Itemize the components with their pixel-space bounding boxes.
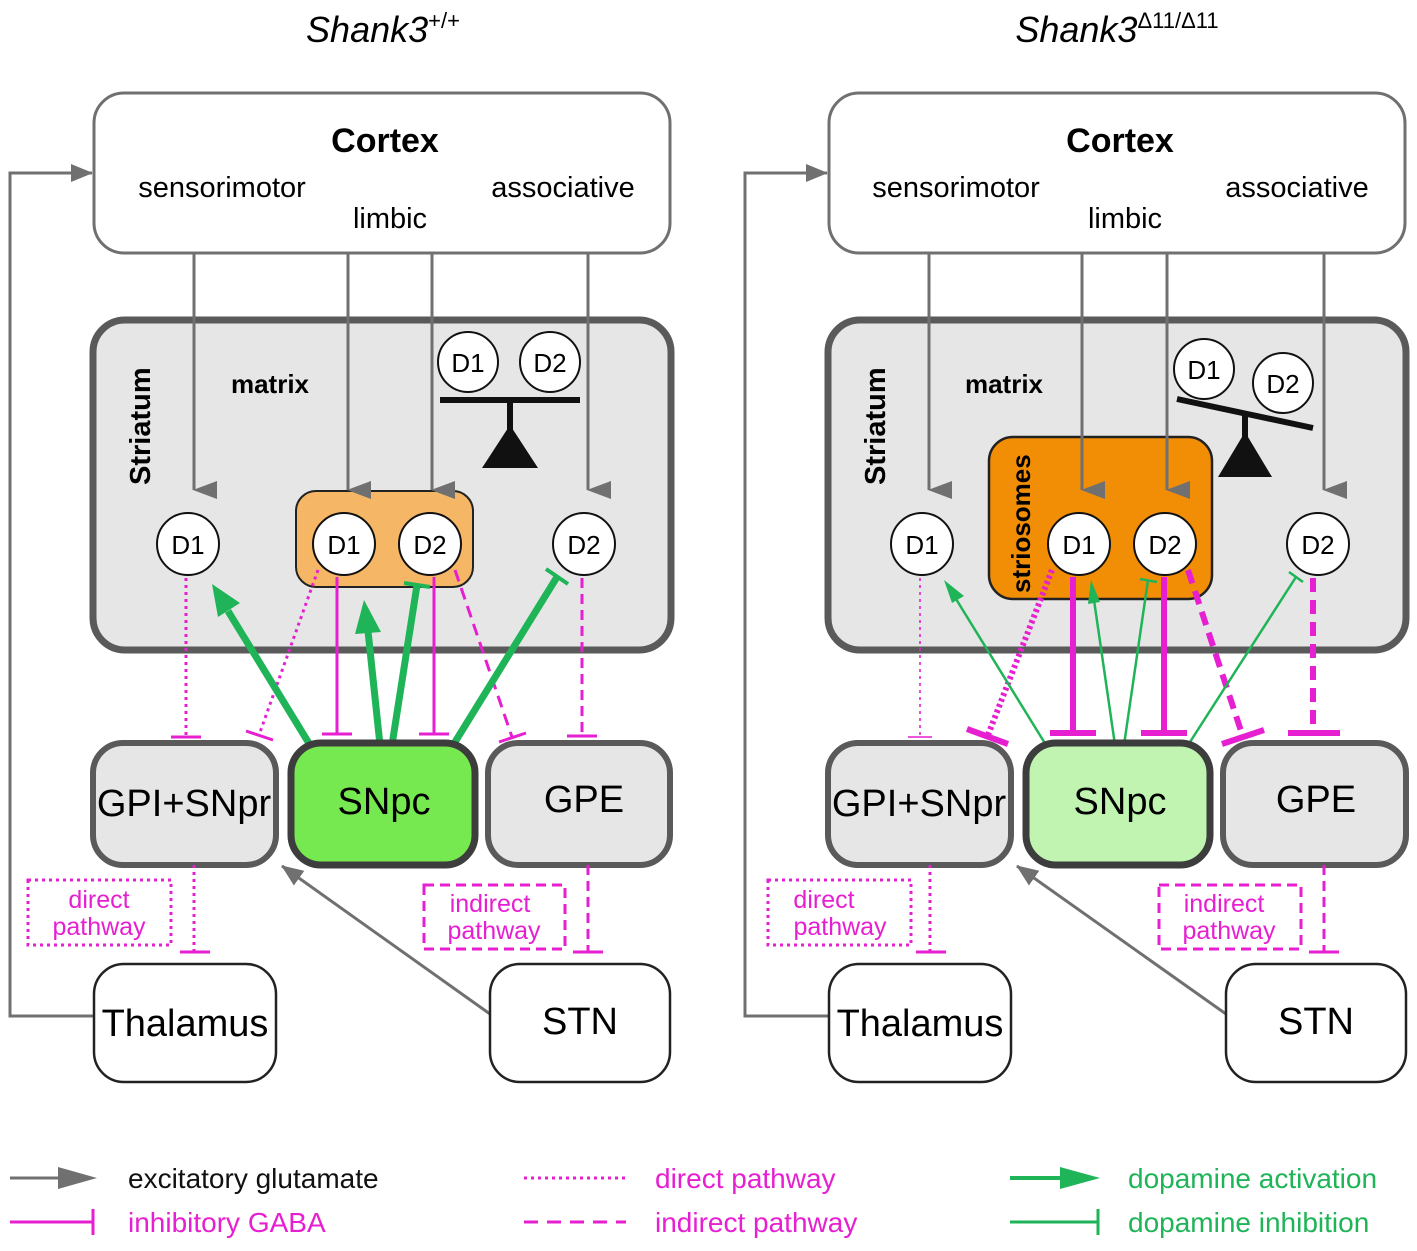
cortex-limbic: limbic — [353, 203, 427, 235]
cortex-title: Cortex — [1066, 122, 1174, 160]
legend-excitatory: excitatory glutamate — [10, 1163, 379, 1194]
matrix-d1-neuron: D1 — [171, 530, 204, 560]
direct-pathway-box: direct pathway — [766, 878, 913, 947]
matrix-label: matrix — [231, 369, 310, 399]
striosome-d2-neuron: D2 — [413, 530, 446, 560]
legend-excitatory-label: excitatory glutamate — [128, 1163, 379, 1194]
matrix-d2-neuron: D2 — [567, 530, 600, 560]
dopamine-projections — [212, 567, 570, 747]
striatum-box: Striatum matrix — [89, 316, 675, 654]
panel-wildtype: Shank3+/+ Cortex sensorimotor limbic ass… — [8, 8, 675, 1084]
balance-d1-label: D1 — [1187, 355, 1220, 385]
output-nuclei: GPI+SNpr SNpc GPE — [90, 739, 673, 869]
cortical-projections — [192, 253, 611, 499]
matrix-d1-neuron: D1 — [905, 530, 938, 560]
gaba-projections — [171, 569, 597, 744]
thalamus-label: Thalamus — [102, 1003, 269, 1045]
snpc-label: SNpc — [338, 781, 431, 823]
thalamus-stn: Thalamus STN — [92, 962, 672, 1084]
legend-direct: direct pathway — [524, 1163, 836, 1194]
gaba-projections — [908, 568, 1340, 747]
indirect-label-line2: pathway — [1182, 917, 1276, 945]
cortex-sensorimotor: sensorimotor — [872, 172, 1040, 204]
striosomes-label: striosomes — [1006, 454, 1036, 593]
dopamine-projections — [944, 570, 1304, 746]
indirect-pathway-box: indirect pathway — [1157, 883, 1303, 951]
output-nuclei: GPI+SNpr SNpc GPE — [825, 739, 1409, 869]
panel-mutant: Shank3Δ11/Δ11 Cortex sensorimotor limbic… — [743, 8, 1410, 1084]
balance-d2-label: D2 — [1266, 369, 1299, 399]
balance-d2-label: D2 — [533, 348, 566, 378]
cortex-title: Cortex — [331, 122, 439, 160]
striosome-d1-neuron: D1 — [327, 530, 360, 560]
stn-label: STN — [542, 1001, 618, 1043]
legend-da-activation: dopamine activation — [1010, 1163, 1377, 1194]
striatal-neurons: D1 D1 D2 D2 — [890, 512, 1350, 576]
thalamus-label: Thalamus — [837, 1003, 1004, 1045]
indirect-label-line2: pathway — [447, 917, 541, 945]
receptor-balance-scale: D1 D2 — [1173, 338, 1314, 477]
lower-pathways — [743, 164, 1339, 1018]
snpc-label: SNpc — [1074, 781, 1167, 823]
direct-label-line2: pathway — [793, 913, 887, 941]
legend-indirect: indirect pathway — [524, 1207, 857, 1238]
matrix-label: matrix — [965, 369, 1044, 399]
direct-label-line1: direct — [793, 886, 854, 914]
legend-gaba: inhibitory GABA — [10, 1207, 326, 1238]
striosome-d1-neuron: D1 — [1062, 530, 1095, 560]
indirect-pathway-box: indirect pathway — [422, 883, 567, 951]
legend: excitatory glutamate inhibitory GABA dir… — [10, 1163, 1377, 1238]
striatum-label: Striatum — [860, 367, 892, 485]
gpi-snpr-label: GPI+SNpr — [97, 783, 272, 825]
panel-title: Shank3+/+ — [306, 8, 460, 50]
cortex-associative: associative — [491, 172, 634, 204]
legend-indirect-label: indirect pathway — [655, 1207, 857, 1238]
direct-pathway-box: direct pathway — [26, 878, 173, 947]
cortex-box: Cortex sensorimotor limbic associative — [92, 91, 672, 255]
receptor-balance-scale: D1 D2 — [437, 331, 581, 468]
cortex-box: Cortex sensorimotor limbic associative — [827, 91, 1407, 255]
panel-title: Shank3Δ11/Δ11 — [1015, 8, 1218, 50]
direct-label-line1: direct — [68, 886, 129, 914]
legend-da-inhibition: dopamine inhibition — [1010, 1207, 1369, 1238]
direct-label-line2: pathway — [52, 913, 146, 941]
balance-d1-label: D1 — [451, 348, 484, 378]
cortical-projections — [927, 253, 1347, 499]
cortex-sensorimotor: sensorimotor — [138, 172, 306, 204]
thalamus-stn: Thalamus STN — [827, 962, 1408, 1084]
striatum-label: Striatum — [125, 367, 157, 485]
legend-da-act-label: dopamine activation — [1128, 1163, 1377, 1194]
indirect-label-line1: indirect — [450, 890, 531, 918]
legend-gaba-label: inhibitory GABA — [128, 1207, 326, 1238]
striatal-neurons: D1 D1 D2 D2 — [156, 512, 616, 576]
cortex-associative: associative — [1225, 172, 1368, 204]
legend-direct-label: direct pathway — [655, 1163, 836, 1194]
gpe-label: GPE — [544, 779, 624, 821]
gpe-label: GPE — [1276, 779, 1356, 821]
stn-label: STN — [1278, 1001, 1354, 1043]
striosome-d2-neuron: D2 — [1148, 530, 1181, 560]
indirect-label-line1: indirect — [1184, 890, 1265, 918]
matrix-d2-neuron: D2 — [1301, 530, 1334, 560]
cortex-limbic: limbic — [1088, 203, 1162, 235]
gpi-snpr-label: GPI+SNpr — [832, 783, 1007, 825]
lower-pathways — [8, 164, 603, 1018]
legend-da-inh-label: dopamine inhibition — [1128, 1207, 1369, 1238]
